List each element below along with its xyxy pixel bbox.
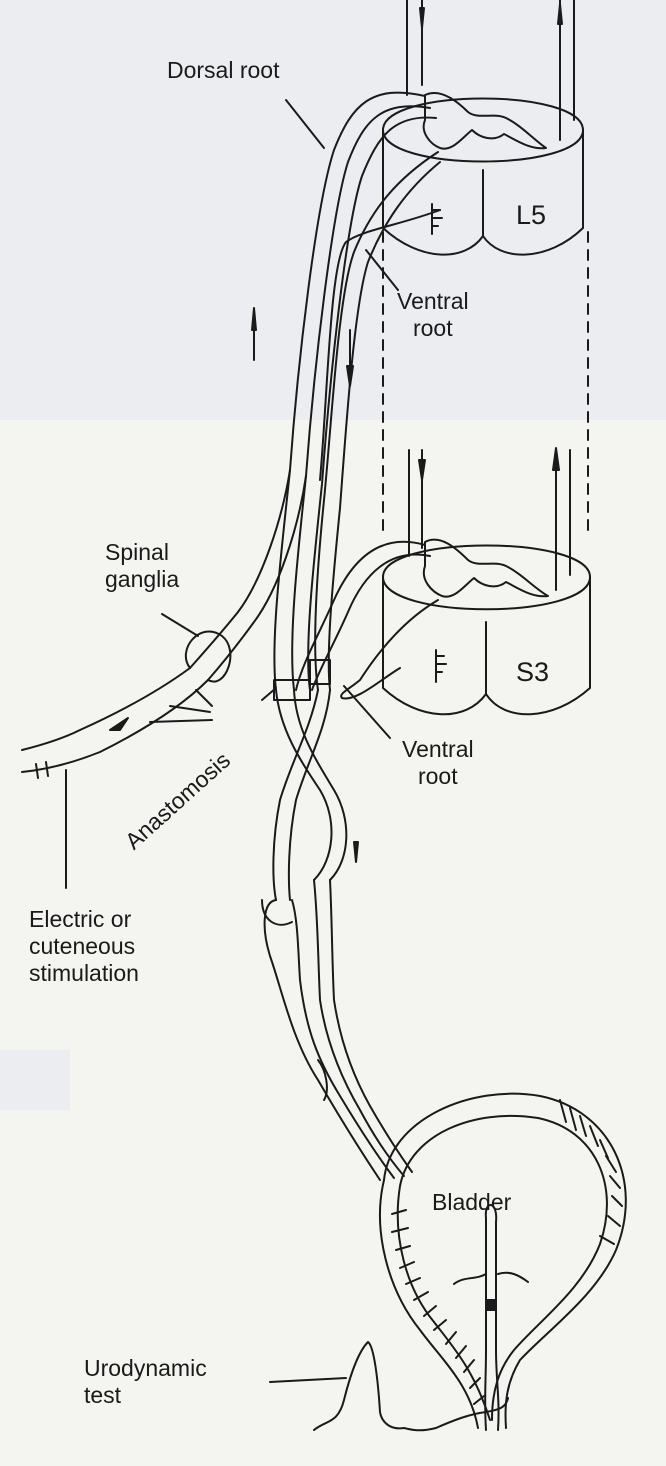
scan-shade-bottom <box>0 1050 70 1110</box>
ventral-root-lower-label: Ventral root <box>402 736 474 790</box>
l5-nerve-bundle <box>273 91 441 691</box>
stimulation-label: Electric or cuteneous stimulation <box>29 906 139 987</box>
urodynamic-test-label: Urodynamic test <box>84 1355 207 1409</box>
s3-label: S3 <box>516 657 550 687</box>
bladder-label: Bladder <box>432 1189 512 1215</box>
ventral-root-upper-label: Ventral root <box>397 288 469 342</box>
s3-nerve-bundle <box>295 540 439 700</box>
scan-shade-top <box>0 0 666 420</box>
spinal-ganglia <box>21 469 307 779</box>
pelvic-nerve <box>261 879 413 1181</box>
l5-label: L5 <box>516 200 547 230</box>
s3-segment <box>382 538 591 716</box>
spinal-ganglia-label: Spinal ganglia <box>105 539 180 593</box>
dorsal-root-label: Dorsal root <box>167 57 280 83</box>
urodynamic-trace <box>313 1341 509 1432</box>
l5-segment <box>382 92 584 256</box>
bladder <box>379 1092 627 1431</box>
anastomosis <box>272 659 348 901</box>
